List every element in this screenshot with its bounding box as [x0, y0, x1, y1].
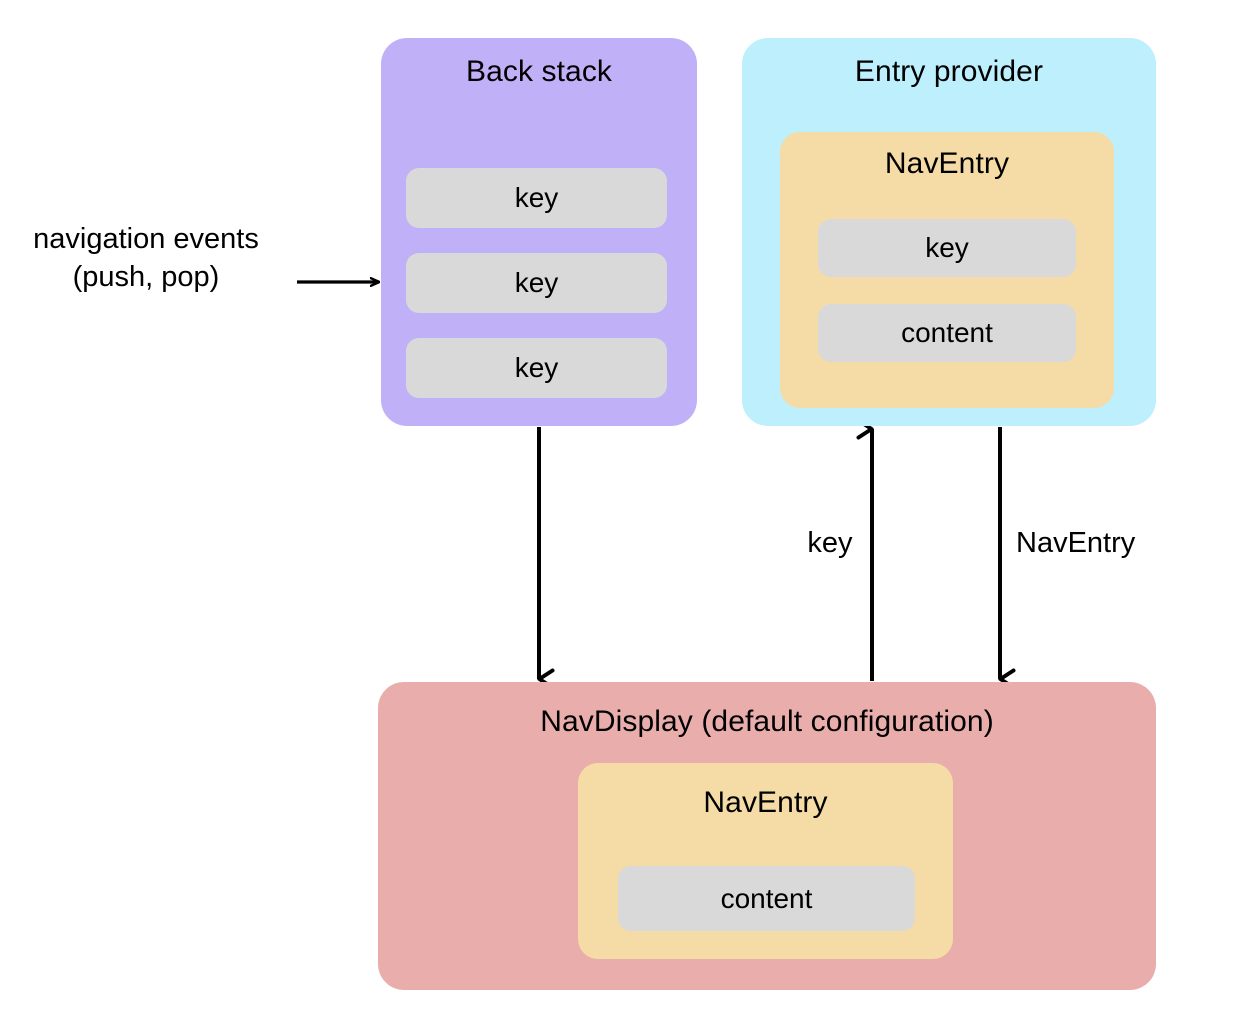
entry-provider-title: Entry provider [854, 55, 1044, 88]
edge-label-key: key [807, 527, 853, 559]
nav-display-title: NavDisplay (default configuration) [540, 705, 994, 738]
navigation-events-label-line1: navigation events [33, 223, 259, 255]
back-stack-key-item[interactable]: key [406, 168, 667, 228]
entry-provider-nav-entry-node[interactable]: NavEntry key content [780, 132, 1114, 408]
nav-display-nav-entry-title: NavEntry [703, 786, 828, 819]
entry-provider-nav-entry-title: NavEntry [884, 147, 1010, 180]
nav-display-nav-entry-node[interactable]: NavEntry content [578, 763, 953, 959]
entry-provider-nav-entry-key-item[interactable]: key [818, 219, 1076, 277]
back-stack-node[interactable]: Back stack key key key [381, 38, 697, 426]
entry-provider-nav-entry-content-item[interactable]: content [818, 304, 1076, 362]
nav-display-node[interactable]: NavDisplay (default configuration) NavEn… [378, 682, 1156, 990]
navigation-events-label: navigation events (push, pop) [10, 220, 282, 296]
nav-display-nav-entry-content-item[interactable]: content [618, 866, 915, 931]
back-stack-key-item[interactable]: key [406, 253, 667, 313]
back-stack-title: Back stack [465, 55, 613, 88]
entry-provider-node[interactable]: Entry provider NavEntry key content [742, 38, 1156, 426]
navigation-events-label-line2: (push, pop) [72, 261, 220, 293]
back-stack-key-item[interactable]: key [406, 338, 667, 398]
edge-label-nav-entry: NavEntry [1016, 527, 1136, 559]
